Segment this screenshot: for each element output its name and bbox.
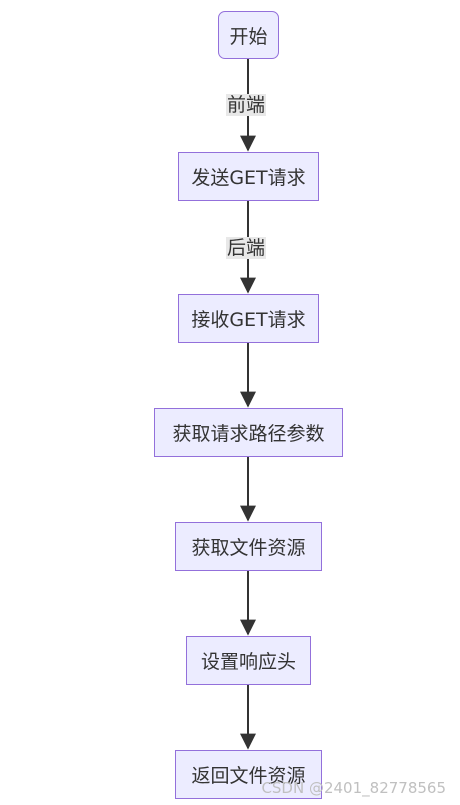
node-set-headers: 设置响应头 xyxy=(186,636,311,685)
node-get-file: 获取文件资源 xyxy=(175,522,322,571)
node-get-params: 获取请求路径参数 xyxy=(154,408,343,457)
node-send-get: 发送GET请求 xyxy=(178,152,319,201)
node-start: 开始 xyxy=(218,11,279,59)
edge-label-backend: 后端 xyxy=(226,237,267,259)
edge-label-frontend: 前端 xyxy=(226,94,267,116)
node-return-file: 返回文件资源 xyxy=(175,750,322,799)
node-recv-get: 接收GET请求 xyxy=(178,294,319,343)
watermark-text: CSDN @2401_82778565 xyxy=(261,779,446,797)
